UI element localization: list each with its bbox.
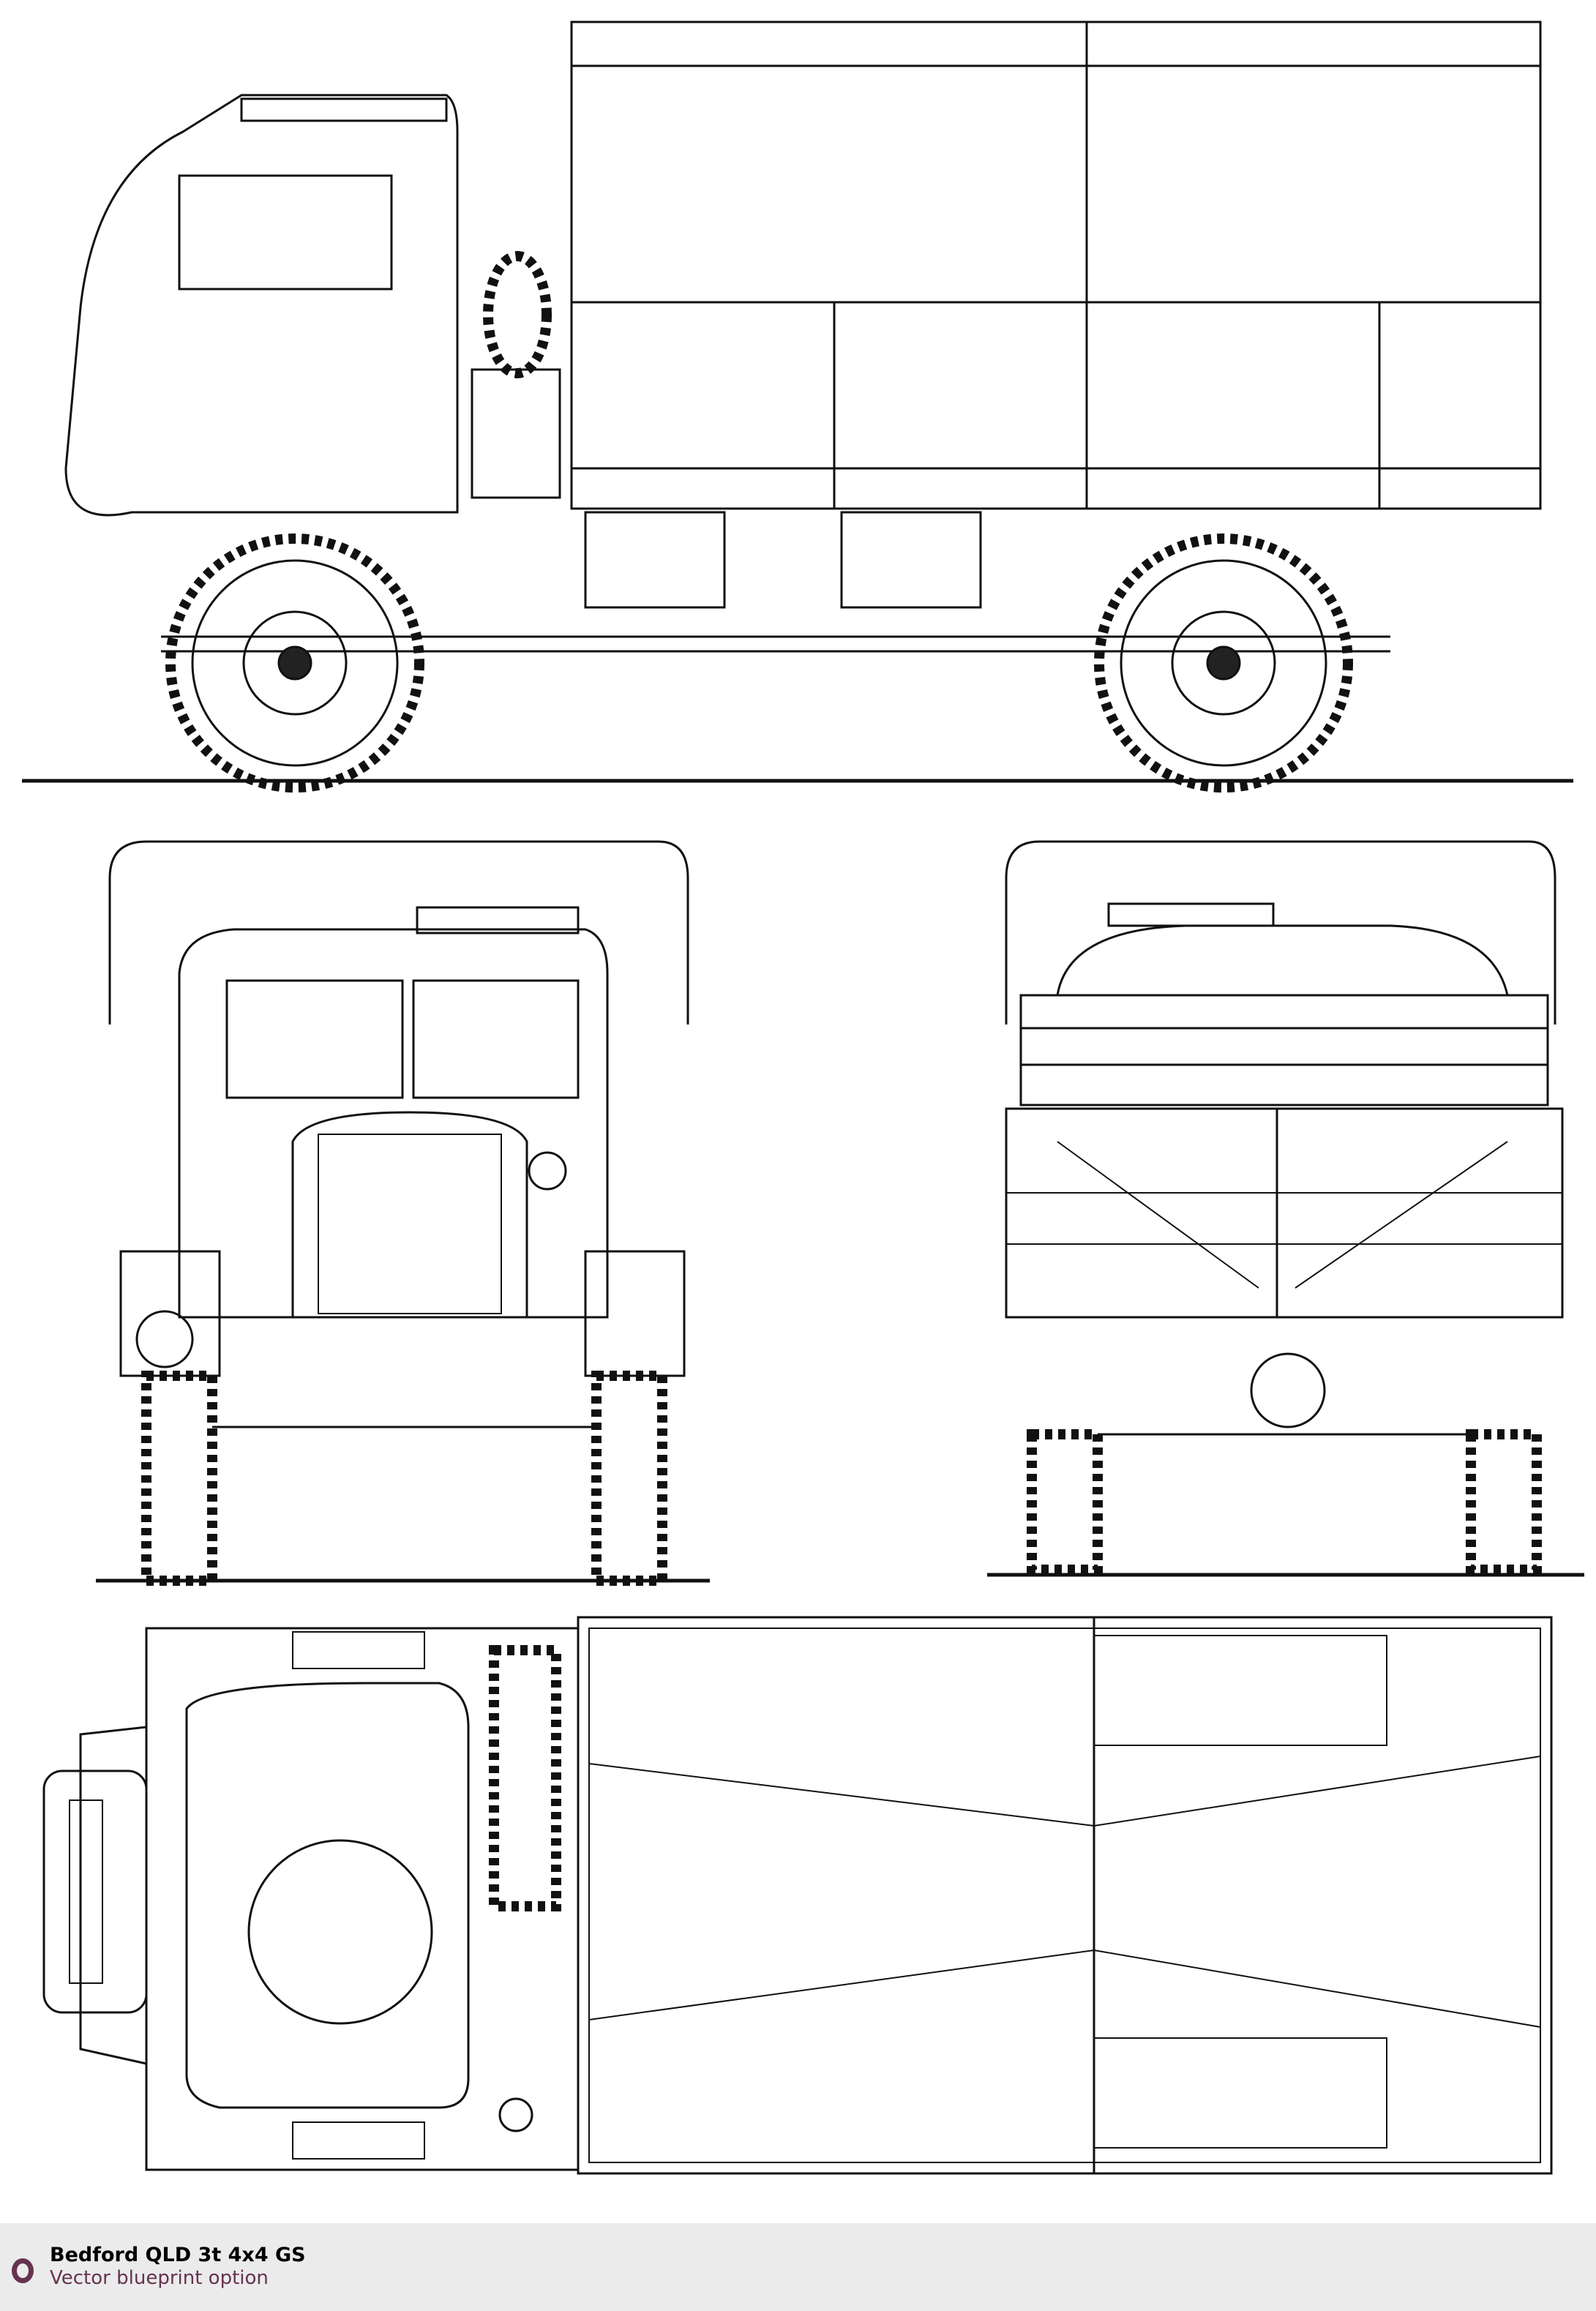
front-tyre-left xyxy=(141,1371,217,1586)
cab-roof-top xyxy=(145,1627,580,2171)
tailboard xyxy=(1005,1107,1564,1319)
windscreen-right xyxy=(412,979,580,1099)
jerrycan xyxy=(471,368,561,499)
side-view xyxy=(22,20,1573,793)
cab-window xyxy=(178,174,393,291)
rear-rails xyxy=(1019,994,1549,1106)
front-tyre-right xyxy=(591,1371,667,1586)
front-view xyxy=(96,840,710,1586)
top-view xyxy=(42,1616,1553,2175)
spare-wheel-top xyxy=(489,1645,561,1911)
spare-wheel xyxy=(483,251,552,378)
front-wheel xyxy=(165,533,424,793)
rear-wheel xyxy=(1094,533,1353,793)
cab xyxy=(64,94,459,517)
caption-footer: Bedford QLD 3t 4x4 GS Vector blueprint o… xyxy=(0,2223,1596,2311)
differential xyxy=(1250,1352,1326,1428)
cargo-canopy xyxy=(570,20,1542,510)
blueprint-drawing xyxy=(22,20,1584,2175)
headlamp-left xyxy=(135,1310,194,1368)
rear-tyre-left xyxy=(1027,1429,1103,1575)
radiator-grille xyxy=(318,1134,502,1314)
front-cab xyxy=(178,928,609,1319)
rear-tyre-right xyxy=(1466,1429,1542,1575)
cargo-bed-top xyxy=(577,1616,1553,2175)
blueprint-title: Bedford QLD 3t 4x4 GS xyxy=(50,2244,306,2266)
rear-view xyxy=(987,840,1584,1577)
windscreen-left xyxy=(225,979,404,1099)
blueprint-subtitle: Vector blueprint option xyxy=(50,2267,269,2289)
roof-hatch xyxy=(247,1839,433,2025)
ring-bullet-icon xyxy=(12,2258,34,2283)
bumper-top xyxy=(42,1769,148,2014)
